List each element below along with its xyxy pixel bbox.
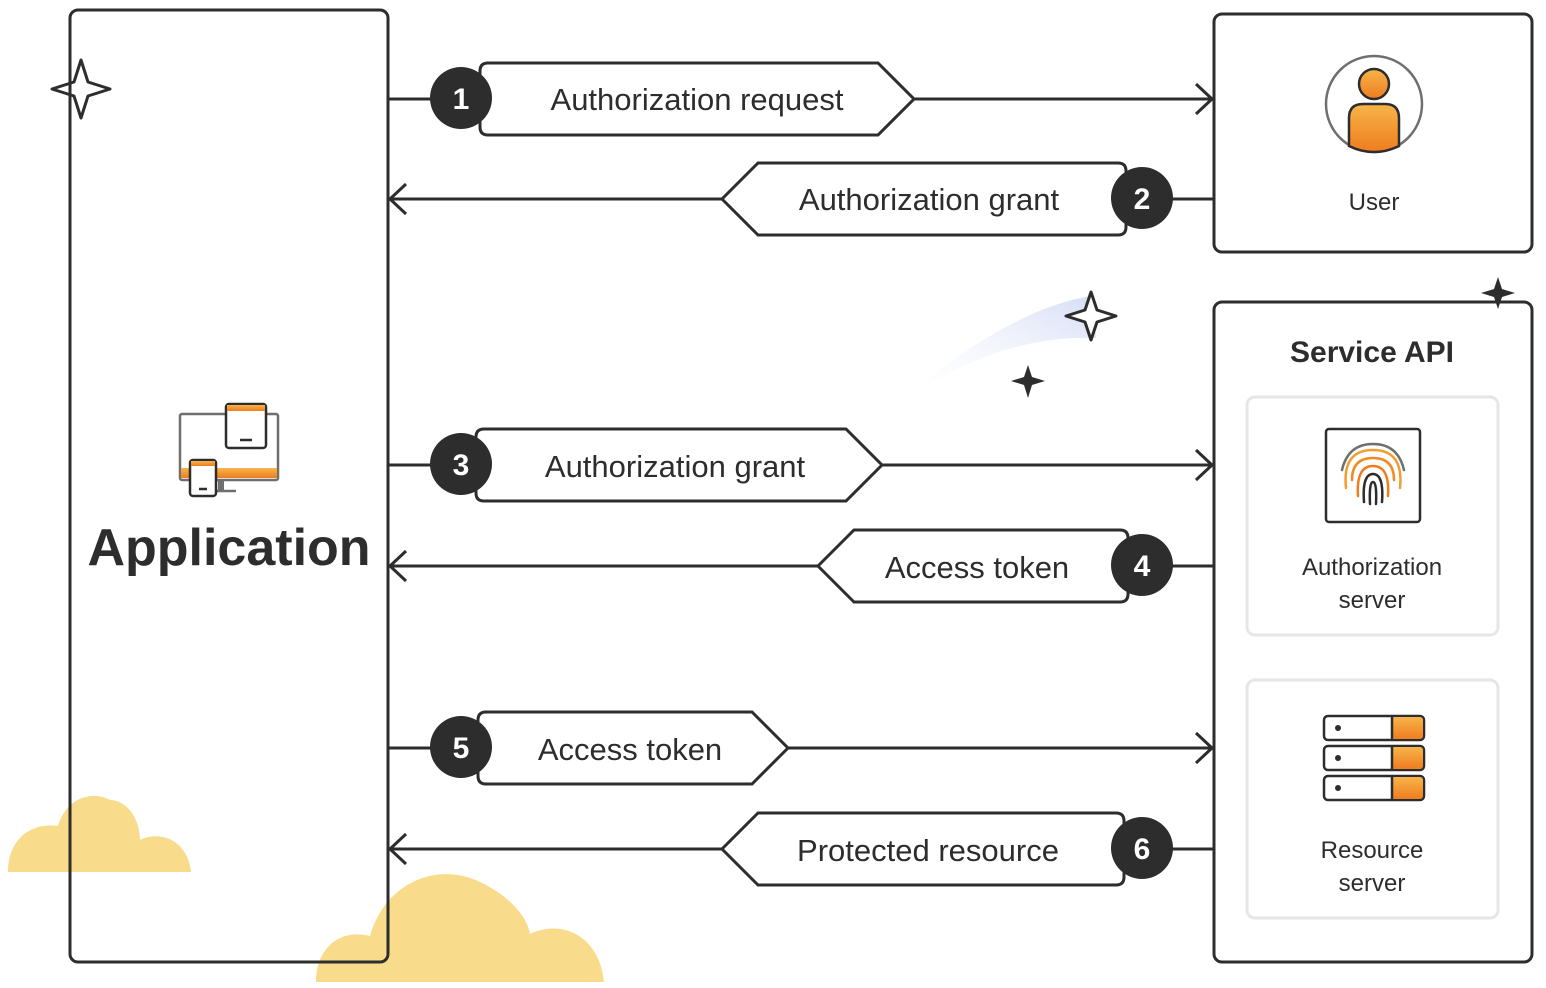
step-label: Authorization request xyxy=(551,82,844,117)
sparkle-solid-icon xyxy=(1481,277,1515,309)
user-label: User xyxy=(1349,189,1400,216)
service-api-title: Service API xyxy=(1290,336,1454,369)
flow-step-6: 6 Protected resource xyxy=(388,811,1214,887)
resource-server-label-line1: Resource xyxy=(1321,837,1424,864)
cloud-bottom-icon xyxy=(316,874,604,982)
step-number: 2 xyxy=(1134,183,1151,216)
step-label: Authorization grant xyxy=(799,182,1060,217)
cloud-left-icon xyxy=(8,795,191,872)
step-number-badge xyxy=(1111,817,1173,879)
step-number: 5 xyxy=(453,732,470,765)
step-number-badge xyxy=(1111,534,1173,596)
step-number: 4 xyxy=(1134,550,1151,583)
flow-step-4: 4 Access token xyxy=(388,528,1214,604)
step-label: Access token xyxy=(885,550,1069,585)
step-number-badge xyxy=(1111,167,1173,229)
step-number-badge xyxy=(430,67,492,129)
flow-step-3: 3 Authorization grant xyxy=(388,427,1214,503)
user-box xyxy=(1212,12,1534,254)
resource-server-label-line2: server xyxy=(1339,870,1406,897)
fingerprint-icon xyxy=(1324,427,1422,524)
application-label: Application xyxy=(87,519,370,577)
devices-icon xyxy=(178,402,280,498)
step-number: 6 xyxy=(1134,833,1151,866)
flow-step-2: 2 Authorization grant xyxy=(388,161,1214,237)
step-label: Access token xyxy=(538,732,722,767)
step-number-badge xyxy=(430,716,492,778)
step-label: Protected resource xyxy=(797,833,1059,868)
user-avatar-icon xyxy=(1324,54,1424,154)
authorization-server-label-line2: server xyxy=(1339,587,1406,614)
flow-step-5: 5 Access token xyxy=(388,710,1214,786)
application-box xyxy=(68,8,390,964)
sparkle-outline-icon xyxy=(50,58,112,120)
comet-trail xyxy=(895,296,1096,405)
step-number: 3 xyxy=(453,449,470,482)
sparkle-outline-icon xyxy=(1064,290,1118,342)
sparkle-solid-icon xyxy=(1011,365,1045,398)
step-label: Authorization grant xyxy=(545,449,806,484)
server-stack-icon xyxy=(1322,714,1426,802)
authorization-server-label-line1: Authorization xyxy=(1302,554,1442,581)
service-api-box xyxy=(1212,300,1534,964)
step-number-badge xyxy=(430,433,492,495)
step-number: 1 xyxy=(453,83,470,116)
flow-step-1: 1 Authorization request xyxy=(388,61,1214,137)
